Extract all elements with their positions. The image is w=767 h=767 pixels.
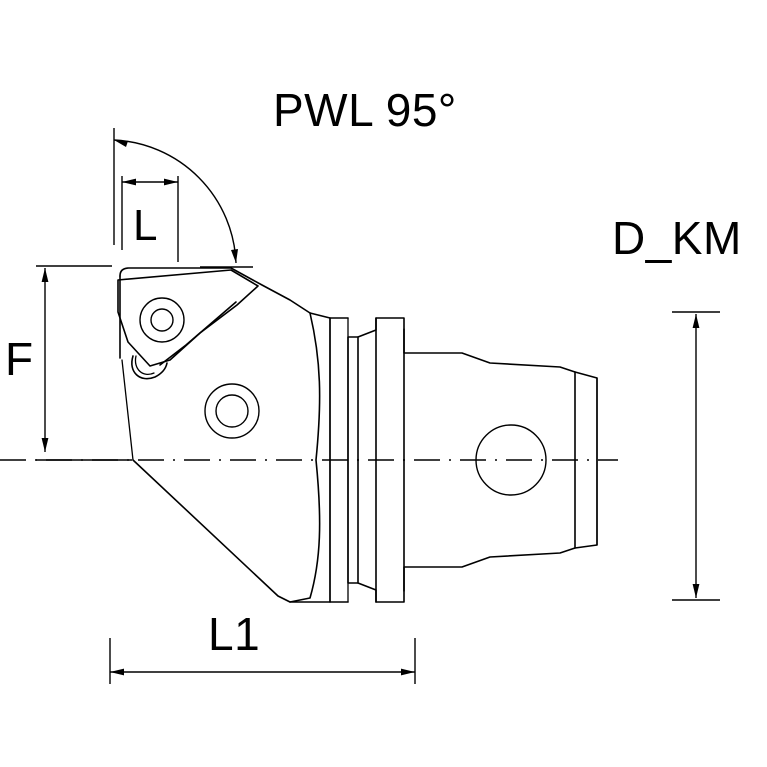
angle-dimension-PWL: [113, 128, 253, 268]
overall-length-label-text: L1: [208, 608, 260, 660]
head-back-face-lower: [121, 359, 134, 461]
insert-length-label-text: L: [133, 201, 157, 250]
dimension-L-arrow-right: [164, 178, 178, 186]
flange-outer-block: [375, 317, 405, 603]
dimension-D_KM: [672, 311, 720, 601]
insert-notch-hook: [131, 355, 168, 380]
dimension-L-arrow-left: [122, 178, 136, 186]
insert-notch-inner: [134, 355, 155, 375]
flange-inner-collar: [347, 336, 359, 584]
insert-screw-hole-outer: [139, 297, 185, 343]
body-hole-inner: [215, 394, 249, 428]
angle-arc-arrow-start: [114, 140, 128, 147]
dimension-L: [121, 176, 179, 262]
shank-right-cap: [574, 371, 598, 549]
insert-group: [117, 269, 259, 380]
insert-triangle: [117, 269, 259, 367]
dimension-DKM-arrow-top: [692, 314, 700, 328]
angle-arc-arrow-end: [231, 249, 238, 263]
dimension-L1-arrow-left: [110, 668, 124, 676]
insert-screw-hole-inner: [150, 308, 174, 332]
angle-arc: [113, 139, 237, 264]
angle-label-text: PWL 95°: [273, 84, 457, 136]
head-front-curve: [289, 312, 321, 603]
dimension-DKM-arrow-bottom: [692, 584, 700, 598]
dimension-L1: [109, 638, 416, 684]
flange-collar-outer: [329, 317, 349, 603]
dimension-F-arrow-bottom: [41, 438, 49, 452]
dimension-L1-arrow-right: [401, 668, 415, 676]
body-hole-outer: [204, 383, 260, 439]
dimension-F: [36, 265, 132, 461]
body-hole-group: [204, 383, 260, 439]
insert-cutting-edge: [159, 301, 237, 366]
height-label-text: F: [5, 333, 34, 385]
diameter-label-text: D_KM: [612, 212, 742, 264]
dimension-F-arrow-top: [41, 268, 49, 282]
